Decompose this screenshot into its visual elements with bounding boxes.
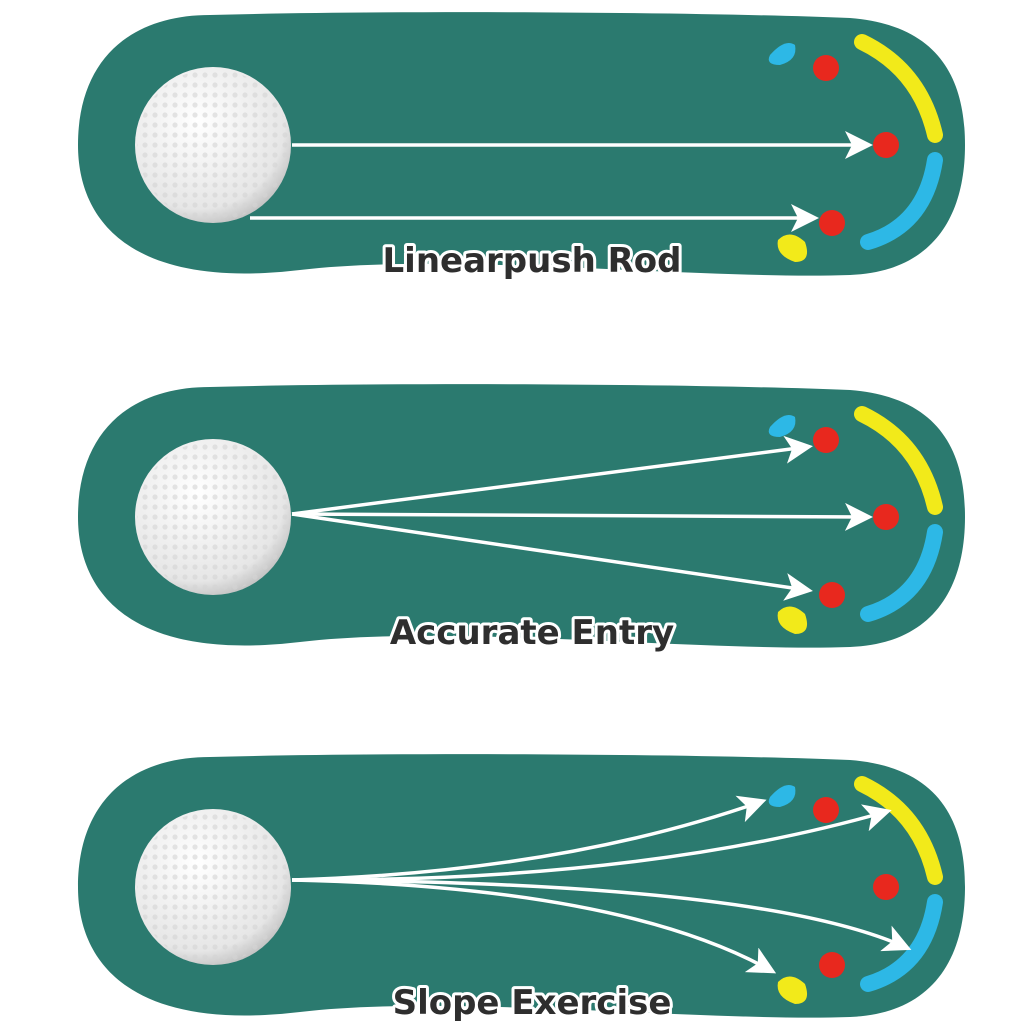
ball-dimples (137, 69, 289, 221)
panel-curved: Slope Exercise (78, 754, 965, 1024)
yellow-bumper (854, 406, 943, 515)
yellow-bumper (854, 776, 943, 885)
red-target-dot (873, 132, 899, 158)
panel-title: Linearpush Rod (383, 241, 682, 281)
ball-dimples (137, 811, 289, 963)
blue-bumper (860, 524, 943, 622)
arrow (291, 878, 777, 974)
ball-dimples (137, 441, 289, 593)
red-target-dot (813, 797, 839, 823)
panel-title: Slope Exercise (393, 983, 672, 1023)
blue-marker (768, 42, 796, 65)
yellow-bumper (854, 34, 943, 143)
blue-marker (768, 414, 796, 437)
red-target-dot (813, 55, 839, 81)
panel-straight: Linearpush Rod (78, 12, 965, 284)
yellow-marker (777, 976, 808, 1004)
red-target-dot (813, 427, 839, 453)
blue-marker (768, 784, 796, 807)
yellow-marker (777, 606, 808, 634)
red-target-dot (873, 874, 899, 900)
panel-title: Accurate Entry (390, 613, 674, 653)
arrow (291, 804, 892, 882)
blue-bumper (860, 894, 943, 992)
arrow (291, 512, 813, 601)
arrow (291, 502, 873, 531)
red-target-dot (819, 582, 845, 608)
red-target-dot (819, 210, 845, 236)
arrow (291, 878, 912, 952)
panel-angled: Accurate Entry (78, 384, 965, 656)
arrow (291, 795, 767, 882)
red-target-dot (873, 504, 899, 530)
arrow (291, 435, 813, 516)
red-target-dot (819, 952, 845, 978)
yellow-marker (777, 234, 808, 262)
blue-bumper (860, 152, 943, 250)
